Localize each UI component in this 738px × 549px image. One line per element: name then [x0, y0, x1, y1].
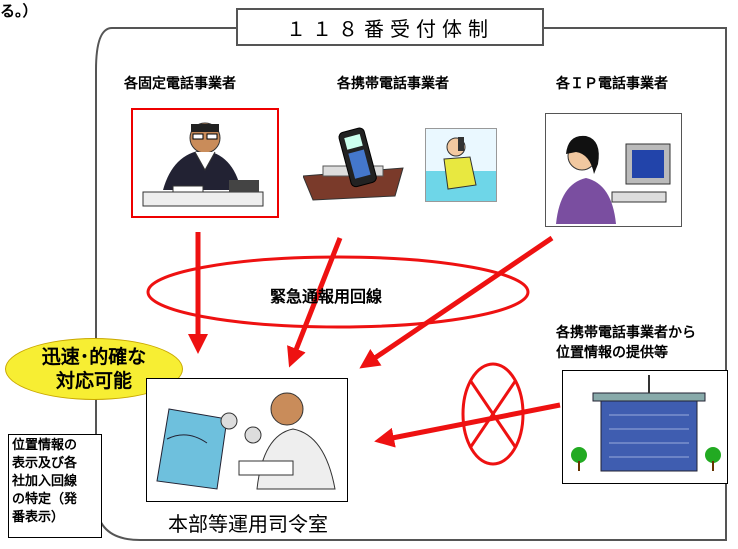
- location-display-note: 位置情報の 表示及び各 社加入回線 の特定（発 番表示）: [8, 434, 102, 538]
- mobile-carrier-label: 各携帯電話事業者: [337, 76, 449, 92]
- person-in-water-icon: [426, 137, 496, 201]
- location-source-line-2: 位置情報の提供等: [556, 345, 668, 361]
- ip-phone-illustration: [545, 113, 682, 227]
- dispatch-center-label: 本部等運用司令室: [168, 512, 328, 536]
- network-ellipse: [146, 255, 530, 329]
- note-line: の特定（発: [12, 492, 78, 507]
- note-line: 番表示）: [12, 510, 65, 525]
- arrow-ip-to-hq: [359, 235, 554, 369]
- fixed-phone-illustration: [131, 108, 279, 218]
- woman-at-computer-icon: [556, 135, 671, 224]
- note-line: 社加入回線: [12, 474, 78, 489]
- note-line: 位置情報の: [12, 438, 78, 453]
- diagram-title: １１８番受付体制: [236, 8, 544, 46]
- fixed-carrier-label: 各固定電話事業者: [124, 76, 236, 92]
- blocked-link-ellipse: [461, 362, 525, 466]
- office-building-icon: [571, 375, 721, 472]
- carrier-building-illustration: [562, 370, 728, 484]
- note-line: 表示及び各: [12, 456, 78, 471]
- person-in-water-illustration: [425, 128, 497, 202]
- location-source-line-1: 各携帯電話事業者から: [556, 325, 696, 341]
- mobile-phone-ship-illustration: [302, 118, 413, 218]
- ip-carrier-label: 各ＩＰ電話事業者: [556, 76, 668, 92]
- callout-line-2: 対応可能: [55, 370, 132, 392]
- blocked-link-x2: [468, 379, 518, 449]
- arrow-building-to-hq: [374, 402, 561, 448]
- top-text-fragment: る。）: [0, 2, 38, 20]
- location-source-label: 各携帯電話事業者から 位置情報の提供等: [556, 323, 696, 363]
- network-line-label: 緊急通報用回線: [270, 287, 383, 306]
- dispatcher-at-map-icon: [156, 392, 336, 490]
- callout-line-1: 迅速･的確な: [41, 346, 147, 368]
- businessman-on-phone-icon: [142, 122, 264, 207]
- dispatch-center-illustration: [146, 378, 348, 502]
- ship-and-mobile-phone-icon: [302, 127, 404, 201]
